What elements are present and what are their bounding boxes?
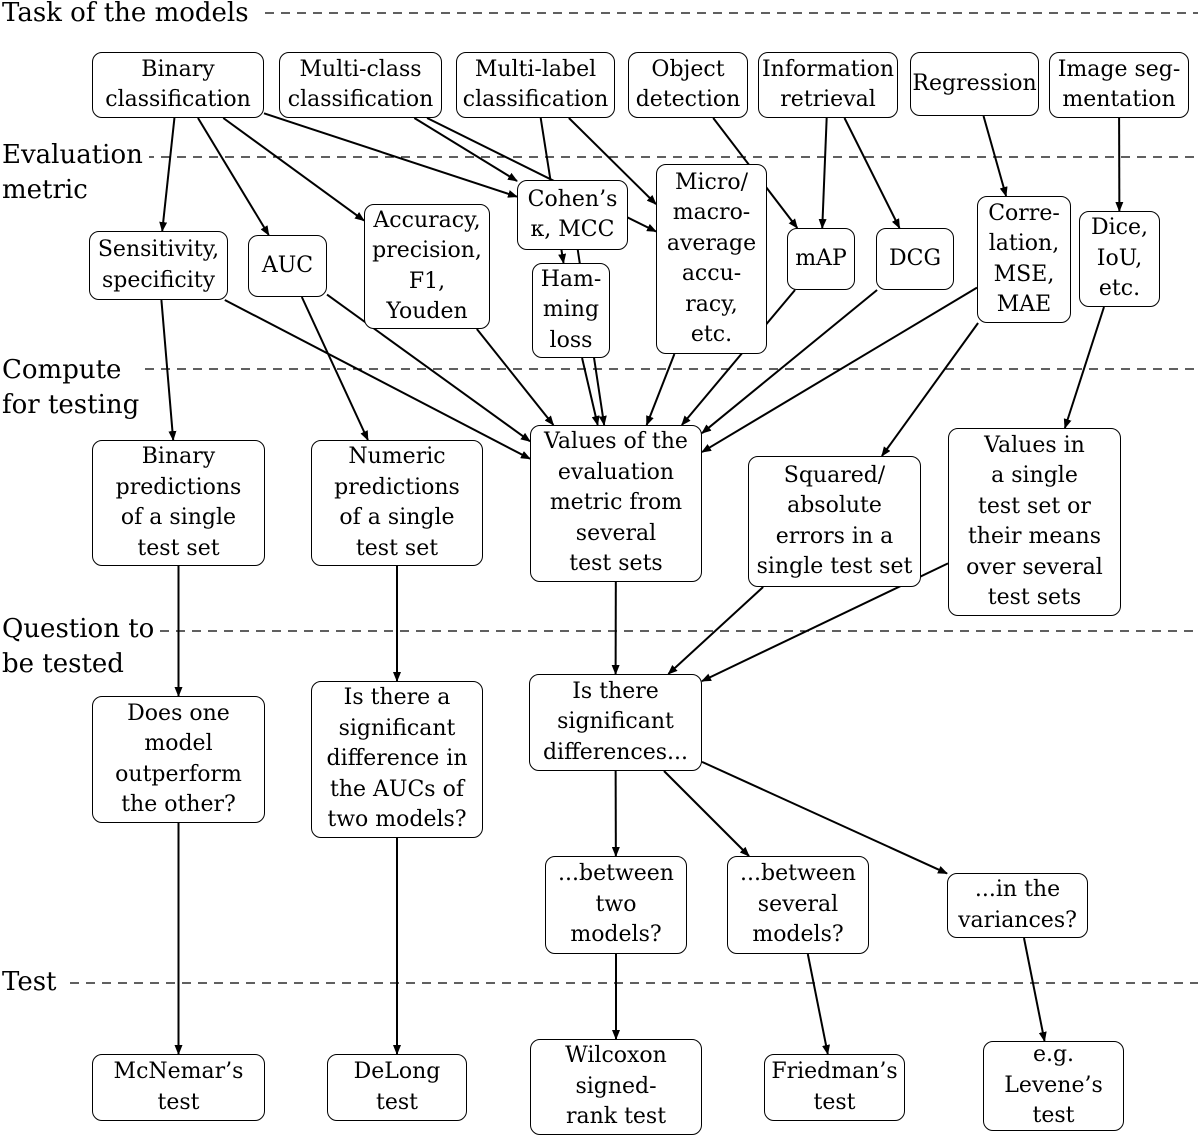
node-multi-class-classification: Multi-class classification: [279, 52, 442, 118]
node-levenes-test: e.g. Levene’s test: [983, 1041, 1124, 1131]
arrow-sensitivity_specificity-to-binary_predictions: [160, 299, 177, 441]
node-information-retrieval: Information retrieval: [758, 52, 898, 118]
node-regression: Regression: [910, 52, 1039, 116]
node-between-two-models: ...between two models?: [545, 856, 687, 954]
node-wilcoxon-test: Wilcoxon signed- rank test: [530, 1039, 702, 1135]
arrow-squared_absolute_errors-to-significant_differences: [667, 586, 764, 675]
arrow-map-to-values_several_test_sets: [681, 289, 796, 426]
node-mcnemars-test: McNemar’s test: [92, 1054, 265, 1121]
node-in-the-variances: ...in the variances?: [947, 873, 1088, 938]
node-object-detection: Object detection: [628, 52, 748, 118]
arrow-binary_classification-to-cohens_kappa: [263, 112, 518, 198]
arrow-auc-to-numeric_predictions: [300, 296, 369, 441]
node-accuracy-precision: Accuracy, precision, F1, Youden: [364, 204, 490, 329]
section-label-test: Test: [2, 965, 63, 1000]
section-label-question-to-be-tested: Question to be tested: [2, 612, 161, 682]
node-delong-test: DeLong test: [327, 1054, 467, 1121]
node-cohens-kappa-mcc: Cohen’s κ, MCC: [517, 180, 628, 250]
arrow-correlation_mse_mae-to-values_several_test_sets: [701, 286, 978, 453]
node-binary-predictions: Binary predictions of a single test set: [92, 440, 265, 566]
node-squared-absolute-errors: Squared/ absolute errors in a single tes…: [748, 456, 921, 587]
arrow-dcg-to-values_several_test_sets: [701, 289, 878, 434]
node-image-segmentation: Image seg- mentation: [1049, 52, 1189, 118]
node-dcg: DCG: [876, 228, 954, 290]
node-significant-differences: Is there significant differences...: [529, 674, 702, 771]
arrow-sensitivity_specificity-to-values_several_test_sets: [224, 299, 531, 460]
arrow-in_the_variances-to-levenes_test: [1023, 937, 1047, 1042]
node-significant-difference-aucs: Is there a significant difference in the…: [311, 681, 483, 838]
arrow-correlation_mse_mae-to-squared_absolute_errors: [881, 322, 979, 457]
arrow-significant_differences-to-in_the_variances: [701, 760, 948, 875]
arrow-regression-to-correlation_mse_mae: [982, 115, 1008, 197]
node-hamming-loss: Ham- ming loss: [532, 263, 610, 358]
section-label-task: Task of the models: [2, 0, 255, 31]
node-map: mAP: [787, 228, 855, 290]
arrow-binary_classification-to-auc: [197, 117, 270, 236]
arrow-between_several_models-to-friedmans_test: [806, 953, 830, 1055]
arrow-binary_classification-to-accuracy_precision: [222, 117, 365, 222]
node-binary-classification: Binary classification: [92, 52, 264, 118]
arrow-auc-to-values_several_test_sets: [326, 293, 531, 443]
node-micro-macro-average: Micro/ macro- average accu- racy, etc.: [656, 164, 767, 354]
arrow-information_retrieval-to-dcg: [843, 117, 901, 229]
node-does-one-model-outperform: Does one model outperform the other?: [92, 696, 265, 823]
arrow-accuracy_precision-to-values_several_test_sets: [476, 328, 555, 426]
node-dice-iou: Dice, IoU, etc.: [1079, 211, 1160, 307]
node-sensitivity-specificity: Sensitivity, specificity: [89, 231, 228, 300]
section-label-evaluation-metric: Evaluation metric: [2, 138, 149, 208]
arrow-multi_label_classification-to-micro_macro_average: [568, 117, 657, 205]
node-multi-label-classification: Multi-label classification: [456, 52, 615, 118]
arrow-information_retrieval-to-map: [818, 117, 828, 229]
arrow-hamming_loss-to-values_several_test_sets: [581, 357, 600, 426]
node-auc: AUC: [248, 235, 327, 297]
arrow-multi_class_classification-to-cohens_kappa: [413, 117, 518, 182]
node-numeric-predictions: Numeric predictions of a single test set: [311, 440, 483, 566]
node-values-single-or-means: Values in a single test set or their mea…: [948, 428, 1121, 616]
node-between-several-models: ...between several models?: [727, 856, 869, 954]
arrow-binary_classification-to-sensitivity_specificity: [159, 117, 176, 232]
node-values-several-test-sets: Values of the evaluation metric from sev…: [530, 425, 702, 582]
node-correlation-mse-mae: Corre- lation, MSE, MAE: [977, 196, 1071, 323]
arrow-dice_iou-to-values_single_or_means: [1063, 306, 1105, 429]
section-label-compute-for-testing: Compute for testing: [2, 353, 146, 423]
arrow-significant_differences-to-between_several_models: [663, 770, 750, 857]
node-friedmans-test: Friedman’s test: [764, 1054, 905, 1121]
arrow-micro_macro_average-to-values_several_test_sets: [645, 353, 676, 426]
